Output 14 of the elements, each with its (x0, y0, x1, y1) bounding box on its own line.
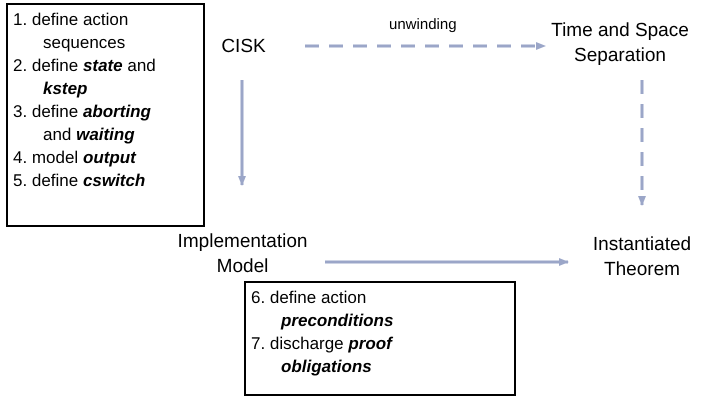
step-text: 7. discharge proof obligations (251, 333, 394, 378)
arrow (305, 42, 546, 50)
arrow (238, 80, 246, 186)
concept-label: Time and Space Separation (551, 20, 689, 66)
concept-label: Implementation Model (178, 231, 308, 277)
concept-label: CISK (221, 36, 266, 57)
steps-box (244, 281, 516, 396)
arrow (325, 258, 569, 266)
edge-label: unwinding (387, 16, 459, 33)
step-text: 4. model output (13, 147, 138, 169)
steps-box (6, 3, 205, 227)
concept-label: Instantiated Theorem (592, 234, 692, 280)
step-text: 5. define cswitch (13, 170, 146, 192)
arrow (638, 80, 646, 206)
